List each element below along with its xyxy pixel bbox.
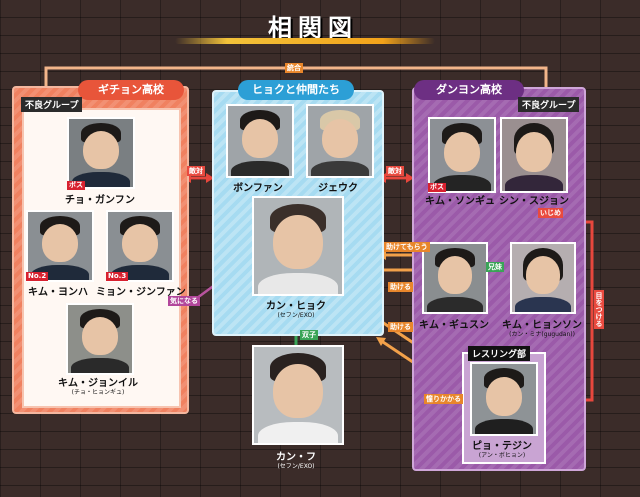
photo-cho-ganghun bbox=[67, 117, 135, 189]
label-beat: 助ける bbox=[388, 322, 413, 332]
name-kang-hu: カン・フ bbox=[276, 452, 316, 463]
sub-pyo-taejin: (アン・ボヒョン) bbox=[478, 452, 526, 459]
photo-kim-jongil bbox=[66, 303, 134, 375]
name-kim-songyu: キム・ソンギュ bbox=[425, 196, 495, 207]
photo-kim-hyeonseon bbox=[510, 242, 576, 314]
sub-kim-hyeonseon: (カン・ミナ(gugudan)) bbox=[509, 331, 575, 338]
group-tag-right: 不良グループ bbox=[518, 97, 580, 112]
photo-kim-songyu bbox=[428, 117, 496, 193]
name-myeon-jinhwan: ミョン・ジンファン bbox=[96, 287, 186, 298]
name-kim-gyusun: キム・ギュスン bbox=[419, 320, 489, 331]
badge-boss-right: ボス bbox=[428, 183, 446, 192]
label-save: 助ける bbox=[388, 282, 413, 292]
group-title-right: ダンヨン高校 bbox=[414, 80, 524, 100]
photo-kang-hu bbox=[252, 345, 344, 445]
sub-kim-jongil: (チョ・ヒョンギュ) bbox=[71, 389, 125, 396]
chart-title: 相関図 bbox=[268, 14, 358, 42]
sub-kang-hu: (セフン/EXO) bbox=[277, 463, 315, 470]
label-eye: 目をつける bbox=[594, 290, 604, 329]
label-hostile-right: 敵対 bbox=[386, 166, 404, 176]
name-bonghwan: ボンファン bbox=[233, 183, 283, 194]
hostile-arrowhead-right-b bbox=[406, 173, 414, 183]
photo-bonghwan bbox=[226, 104, 294, 178]
label-care: 気になる bbox=[168, 296, 200, 306]
admire-arrowhead bbox=[376, 337, 386, 346]
photo-pyo-taejin bbox=[470, 362, 538, 436]
photo-shin-sujeong bbox=[500, 117, 568, 193]
name-jeuk: ジェウク bbox=[318, 183, 358, 194]
name-kim-hyeonseon: キム・ヒョンソン bbox=[502, 320, 582, 331]
name-shin-sujeong: シン・スジョン bbox=[499, 196, 569, 207]
photo-kang-hyuk bbox=[252, 196, 344, 296]
hostile-arrowhead-left-b bbox=[206, 173, 214, 183]
photo-myeon-jinhwan bbox=[106, 210, 174, 282]
label-twins: 双子 bbox=[300, 330, 318, 340]
name-pyo-taejin: ピョ・テジン bbox=[472, 441, 532, 452]
name-kang-hyuk: カン・ヒョク bbox=[266, 301, 326, 312]
badge-no3: No.3 bbox=[106, 272, 129, 281]
group-title-mid: ヒョクと仲間たち bbox=[238, 80, 354, 100]
badge-no2: No.2 bbox=[26, 272, 49, 281]
wrestling-tag: レスリング部 bbox=[468, 346, 531, 361]
name-kim-yongha: キム・ヨンハ bbox=[28, 287, 88, 298]
photo-jeuk bbox=[306, 104, 374, 178]
label-help: 助けてもらう bbox=[384, 242, 430, 252]
top-link-label: 統合 bbox=[285, 63, 303, 73]
sub-kang-hyuk: (セフン/EXO) bbox=[277, 312, 315, 319]
group-title-left: ギチョン高校 bbox=[78, 80, 184, 100]
photo-kim-gyusun bbox=[422, 242, 488, 314]
title-underline bbox=[175, 38, 435, 44]
label-admire: 憧りかかる bbox=[424, 394, 463, 404]
name-cho-ganghun: チョ・ガンフン bbox=[65, 195, 135, 206]
label-siblings: 兄妹 bbox=[486, 262, 504, 272]
badge-boss-left: ボス bbox=[67, 181, 85, 190]
name-kim-jongil: キム・ジョンイル bbox=[58, 378, 138, 389]
label-hostile-left: 敵対 bbox=[187, 166, 205, 176]
group-tag-left: 不良グループ bbox=[21, 97, 83, 112]
label-bully: いじめ bbox=[538, 208, 563, 218]
